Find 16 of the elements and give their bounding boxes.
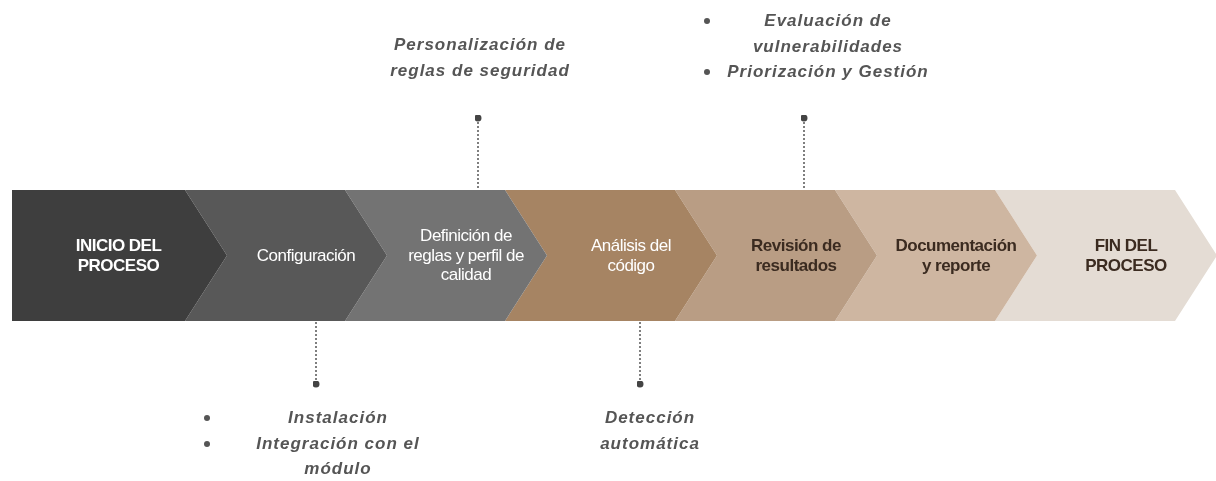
leader-line [312,320,320,388]
step-label: Definición de reglas y perfil de calidad [407,226,525,285]
bullet-item: Evaluación de vulnerabilidades [700,8,930,59]
leader-line [800,114,808,191]
leader-line [474,114,482,191]
bullet-item: Integración con el módulo [200,430,450,481]
step-label: Revisión de resultados [750,235,842,276]
step-label: FIN DEL PROCESO [1084,235,1168,276]
note-text: Personalización de reglas de seguridad [389,34,571,82]
step-label: Configuración [256,245,356,266]
note-text: Detección automática [599,407,701,455]
bullet-item: Priorización y Gestión [700,59,930,85]
step-label: Análisis del código [590,235,672,276]
leader-line [636,320,644,388]
bullet-item: Instalación [200,405,450,431]
step-label: Documentación y reporte [894,235,1018,276]
